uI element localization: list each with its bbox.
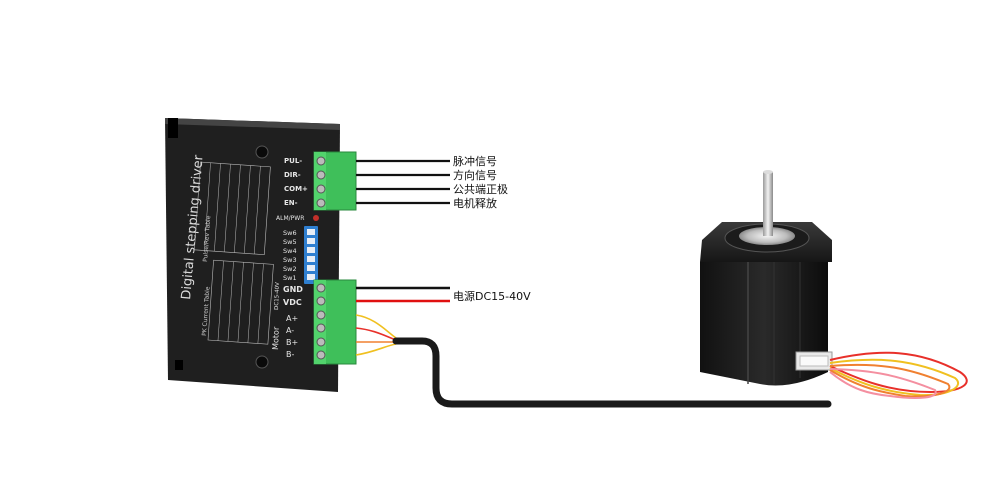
power-motor-terminal-block[interactable] [313, 279, 357, 365]
pulse-rev-table [194, 161, 271, 256]
callout-common: 公共端正极 [453, 182, 508, 196]
mount-slot-icon [175, 360, 183, 370]
stepper-motor [700, 170, 833, 386]
motor-cable [392, 337, 832, 408]
mount-hole-icon [255, 145, 269, 159]
power-rating-label: DC15-40V [274, 282, 281, 310]
pulse-table-title: Pulse/Rev Table [202, 215, 212, 262]
label-b-minus: B- [286, 350, 294, 359]
motor-label: Motor [271, 326, 281, 350]
callout-labels: 脉冲信号 方向信号 公共端正极 电机释放 电源DC15-40V [453, 154, 531, 303]
motor-terminal-labels: A+ A- B+ B- [286, 314, 298, 359]
callout-power: 电源DC15-40V [453, 289, 531, 303]
mount-slot-icon [168, 118, 178, 138]
sw2-label: Sw2 [283, 265, 297, 273]
motor-lead-wires [829, 351, 968, 399]
label-dir: DIR- [284, 171, 301, 179]
alm-label: ALM/PWR [276, 215, 304, 222]
sw4-label: Sw4 [283, 247, 297, 255]
label-vdc: VDC [283, 298, 302, 307]
pk-current-table [207, 259, 274, 345]
sw3-label: Sw3 [283, 256, 297, 264]
label-gnd: GND [283, 285, 303, 294]
sw6-label: Sw6 [283, 229, 297, 237]
label-a-minus: A- [286, 326, 294, 335]
power-terminal-labels: GND VDC [283, 285, 303, 307]
stepper-driver: Digital stepping driver Pulse/Rev Table … [165, 118, 357, 392]
sw5-label: Sw5 [283, 238, 297, 246]
signal-terminal-labels: PUL- DIR- COM+ EN- [284, 157, 308, 207]
label-a-plus: A+ [286, 314, 298, 323]
signal-terminal-block[interactable] [313, 151, 357, 211]
label-en: EN- [284, 199, 298, 207]
switch-labels: Sw6 Sw5 Sw4 Sw3 Sw2 Sw1 [283, 229, 297, 282]
dip-switch[interactable] [304, 226, 318, 284]
callout-pulse: 脉冲信号 [453, 154, 497, 168]
label-b-plus: B+ [286, 338, 298, 347]
signal-wires [356, 159, 450, 205]
label-pul: PUL- [284, 157, 302, 165]
callout-release: 电机释放 [453, 196, 497, 210]
sw1-label: Sw1 [283, 274, 297, 282]
alm-led-icon [313, 215, 319, 221]
motor-leads [355, 314, 397, 356]
callout-direction: 方向信号 [453, 168, 497, 182]
label-com: COM+ [284, 185, 308, 193]
current-table-title: PK Current Table [201, 286, 211, 336]
mount-hole-icon [255, 355, 269, 369]
motor-shaft [763, 172, 773, 236]
